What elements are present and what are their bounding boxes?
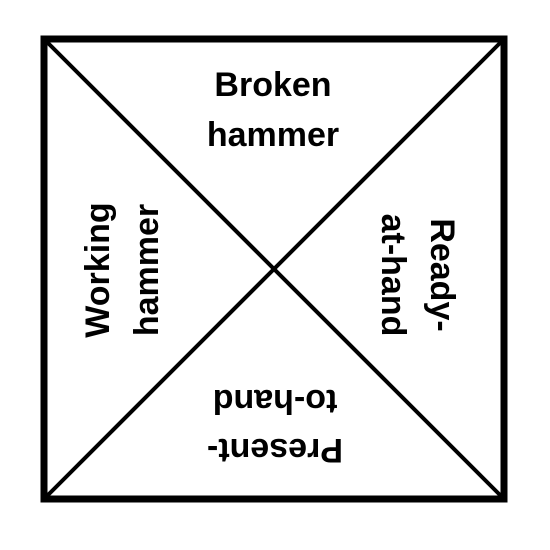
quadrant-right: Ready- at-hand	[374, 214, 461, 337]
quadrant-bottom-line1: Present-	[207, 431, 343, 469]
quadrant-bottom: Present- to-hand	[207, 382, 343, 469]
quadrant-top: Broken hammer	[207, 66, 339, 154]
quadrant-left: Working hammer	[79, 202, 166, 337]
quadrant-top-line1: Broken	[214, 66, 331, 104]
quadrant-top-line2: hammer	[207, 116, 339, 154]
quadrant-bottom-line2: to-hand	[213, 382, 338, 420]
quadrant-right-line2: at-hand	[374, 214, 412, 337]
quadrant-right-line1: Ready-	[423, 218, 461, 331]
diagonal-bottom-left-to-top-right	[42, 37, 506, 501]
quadrant-left-line2: hammer	[128, 204, 166, 336]
quadrant-left-line1: Working	[79, 202, 117, 337]
